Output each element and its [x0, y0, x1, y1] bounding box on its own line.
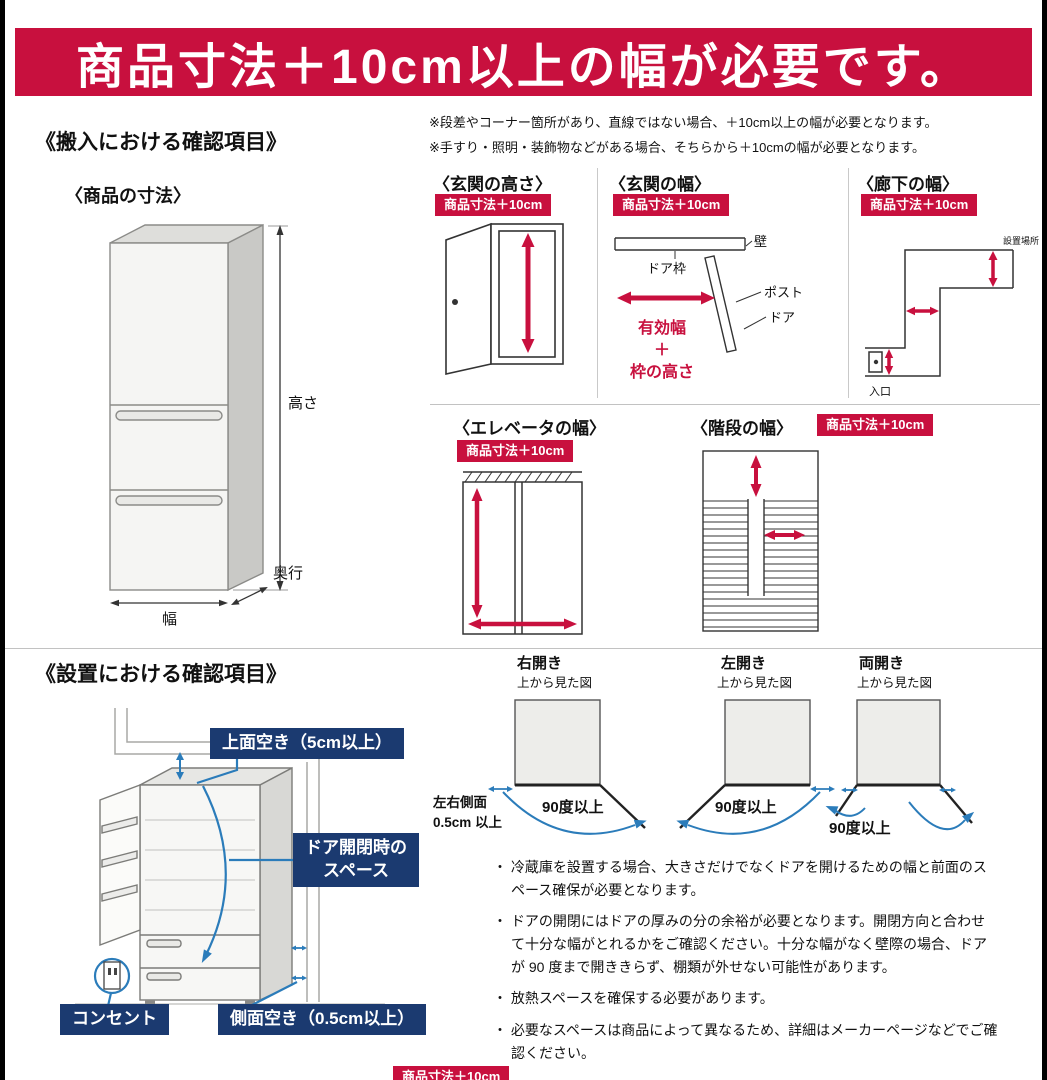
fridge-top-view [724, 699, 811, 786]
width-label: 幅 [162, 611, 177, 628]
right-opening-title: 右開き [517, 655, 563, 672]
door-label: ドア [769, 310, 795, 325]
top-clearance-badge: 上面空き（5cm以上） [210, 728, 405, 759]
effective-width-label: 有効幅 [638, 318, 686, 337]
corridor-measure-arrows [884, 251, 998, 375]
stairs-drawing [702, 450, 819, 632]
entrance-height-title: 〈玄関の高さ〉 [433, 175, 552, 194]
refrigerator-body [109, 223, 264, 592]
double-opening-angle: 90度以上 [829, 820, 891, 837]
right-opening-diagram [488, 699, 647, 835]
stairs-width-title: 〈階段の幅〉 [691, 419, 793, 438]
depth-label: 奥行 [273, 565, 303, 582]
double-opening-title: 両開き [859, 655, 905, 672]
note-item: ・ ドアの開閉にはドアの厚みの分の余裕が必要となります。開閉方向と合わせて十分な… [493, 913, 987, 975]
hallway-width-badge: 商品寸法＋10cm [861, 194, 978, 217]
entrance-height-diagram [445, 222, 564, 375]
place-label: 設置場所 [1003, 235, 1039, 246]
door-frame-label: ドア枠 [647, 261, 686, 276]
elevator-width-title: 〈エレベータの幅〉 [453, 419, 606, 438]
entrance-label: 入口 [869, 386, 891, 398]
elevator-measure-arrows [468, 488, 577, 630]
installation-heading: 《設置における確認項目》 [35, 663, 287, 686]
open-door-drawing [445, 222, 564, 375]
double-opening-view-label: 上から見た図 [857, 676, 933, 690]
divider-vertical-2 [848, 168, 849, 398]
elevator-width-diagram [462, 471, 583, 635]
note-item: ・ 放熱スペースを確保する必要があります。 [493, 990, 774, 1007]
wall-label: 壁 [754, 234, 767, 249]
note-item: ・ 冷蔵庫を設置する場合、大きさだけでなくドアを開けるための幅と前面のスペース確… [493, 859, 987, 898]
swing-arcs [825, 787, 975, 831]
clipped-bottom-badge: 商品寸法＋10cm [393, 1066, 510, 1080]
hallway-width-diagram: 設置場所 入口 [865, 235, 1039, 398]
installation-notes: ・ 冷蔵庫を設置する場合、大きさだけでなくドアを開けるための幅と前面のスペース確… [493, 856, 998, 1073]
corridor-plan-drawing [865, 249, 1014, 377]
swing-arc [488, 786, 647, 835]
post-label: ポスト [764, 285, 803, 300]
fridge-top-view [514, 699, 601, 786]
carry-in-heading: 《搬入における確認項目》 [35, 131, 287, 154]
frame-height-label: 枠の高さ [630, 362, 694, 381]
entrance-height-badge: 商品寸法＋10cm [435, 194, 552, 217]
door-plan-drawing [614, 237, 767, 353]
left-opening-title: 左開き [721, 655, 767, 672]
installation-fridge-drawing [99, 766, 293, 1005]
right-opening-view-label: 上から見た図 [517, 676, 593, 690]
note-item: ・ 必要なスペースは商品によって異なるため、詳細はメーカーページなどでご確認くだ… [493, 1022, 998, 1061]
carry-in-note-1: ※段差やコーナー箇所があり、直線ではない場合、＋10cm以上の幅が必要となります… [429, 115, 938, 130]
divider-horizontal-rows [430, 404, 1040, 405]
stairs-measure-arrows [750, 455, 805, 540]
left-opening-diagram [676, 699, 835, 835]
product-dimensions-heading: 〈商品の寸法〉 [65, 186, 191, 206]
stairs-width-badge: 商品寸法＋10cm [817, 414, 934, 437]
left-opening-angle: 90度以上 [715, 799, 777, 816]
installation-scene [75, 708, 385, 1007]
banner: 商品寸法＋10cm以上の幅が必要です。 [15, 28, 1032, 96]
height-measure-arrow [521, 233, 535, 353]
carry-in-note-2: ※手すり・照明・装飾物などがある場合、そちらから＋10cmの幅が必要となります。 [429, 140, 925, 155]
door-space-badge: ドア開閉時の スペース [293, 833, 419, 887]
dimension-arrows [110, 225, 288, 607]
clearance-annotations [106, 752, 307, 1007]
side-clearance-badge: 側面空き（0.5cm以上） [218, 1004, 427, 1035]
elevator-drawing [462, 471, 583, 635]
hallway-width-title: 〈廊下の幅〉 [857, 175, 959, 194]
double-opening-diagram [825, 699, 975, 831]
effective-width-arrow [617, 291, 715, 305]
plus-label: ＋ [654, 342, 670, 359]
outlet-badge: コンセント [60, 1004, 169, 1035]
section-divider [5, 648, 1042, 649]
outlet-drawing [93, 957, 131, 995]
elevator-width-badge: 商品寸法＋10cm [457, 440, 574, 463]
entrance-width-diagram: ドア枠 壁 ポスト ドア 有効幅 ＋ 枠の高さ [614, 234, 803, 381]
stairs-width-diagram [702, 450, 819, 632]
height-label: 高さ [288, 395, 318, 412]
banner-title: 商品寸法＋10cm以上の幅が必要です。 [76, 41, 971, 94]
side-clearance-note: 左右側面 0.5cm 以上 [433, 795, 503, 830]
right-opening-angle: 90度以上 [542, 799, 604, 816]
divider-vertical-1 [597, 168, 598, 398]
left-opening-view-label: 上から見た図 [717, 676, 793, 690]
swing-arc [676, 786, 835, 835]
entrance-width-badge: 商品寸法＋10cm [613, 194, 730, 217]
fridge-top-view [856, 699, 941, 786]
entrance-width-title: 〈玄関の幅〉 [609, 175, 711, 194]
product-refrigerator-drawing: 高さ 奥行 幅 [109, 223, 318, 628]
